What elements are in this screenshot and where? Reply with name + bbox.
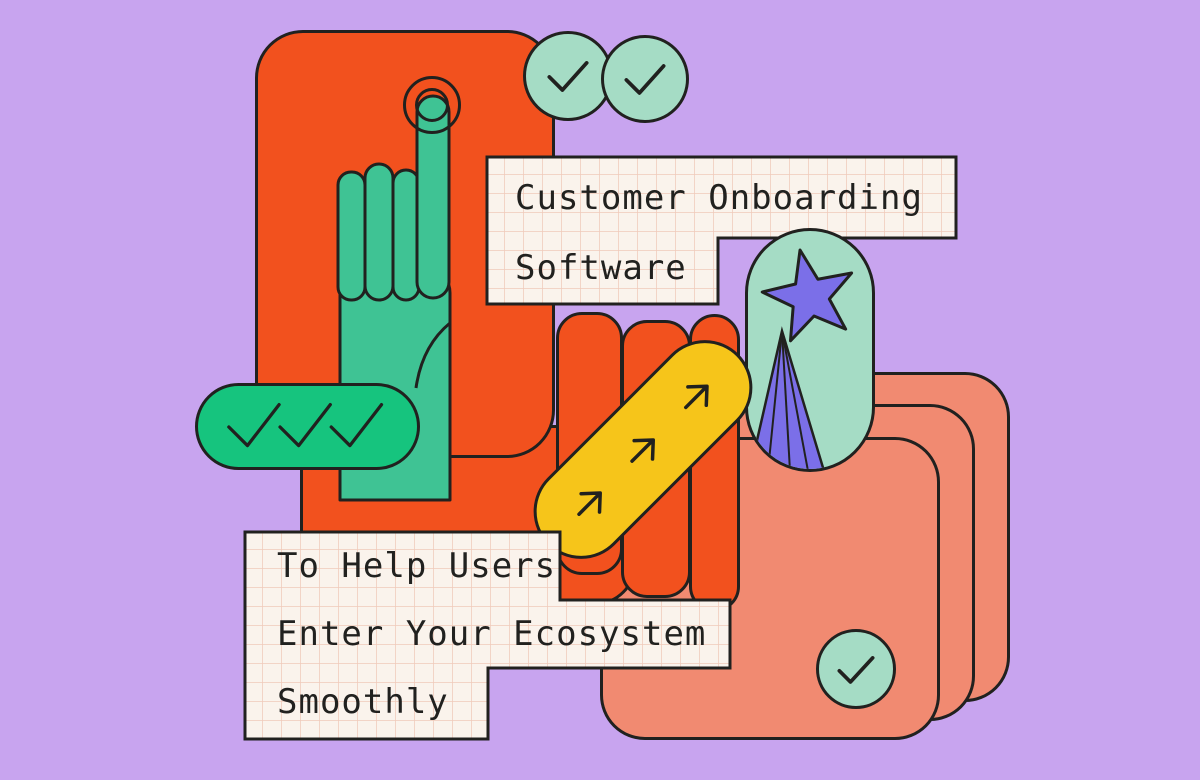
check-circle-icon — [601, 35, 689, 123]
thumb-crease — [414, 321, 451, 389]
triple-checkmark-icon — [227, 402, 384, 448]
checkmark-icon — [227, 402, 281, 448]
tagline-line-1: To Help Users — [277, 546, 557, 586]
growth-arrows-pill — [513, 320, 773, 579]
tagline-line-2: Enter Your Ecosystem — [277, 614, 707, 654]
star-icon — [760, 248, 854, 343]
title-box — [485, 155, 958, 306]
shooting-star-icon — [749, 248, 854, 469]
arrow-up-right-icon — [683, 384, 709, 410]
checkmark-icon — [329, 402, 384, 448]
folded-finger-3 — [391, 168, 421, 302]
folded-finger-2 — [363, 162, 395, 302]
beam-ray-1 — [767, 330, 783, 469]
target-inner-ring-icon — [415, 88, 449, 122]
title-line-2: Software — [515, 248, 687, 288]
star-beam — [749, 326, 825, 469]
arrow-up-right-icon — [629, 437, 655, 463]
triple-checkmark-pill — [195, 383, 420, 470]
arrow-up-right-icon — [576, 491, 602, 516]
tagline-box — [243, 530, 732, 741]
checkmark-icon — [278, 402, 332, 448]
folded-finger-1 — [336, 170, 367, 302]
target-outer-ring-icon — [403, 76, 461, 134]
beam-ray-2 — [781, 330, 791, 469]
title-line-1: Customer Onboarding — [515, 178, 923, 218]
tagline-line-3: Smoothly — [277, 682, 449, 722]
beam-ray-3 — [781, 330, 809, 469]
check-circle-icon — [523, 31, 613, 121]
star-badge-capsule — [745, 228, 875, 472]
check-circle-icon — [816, 629, 896, 709]
